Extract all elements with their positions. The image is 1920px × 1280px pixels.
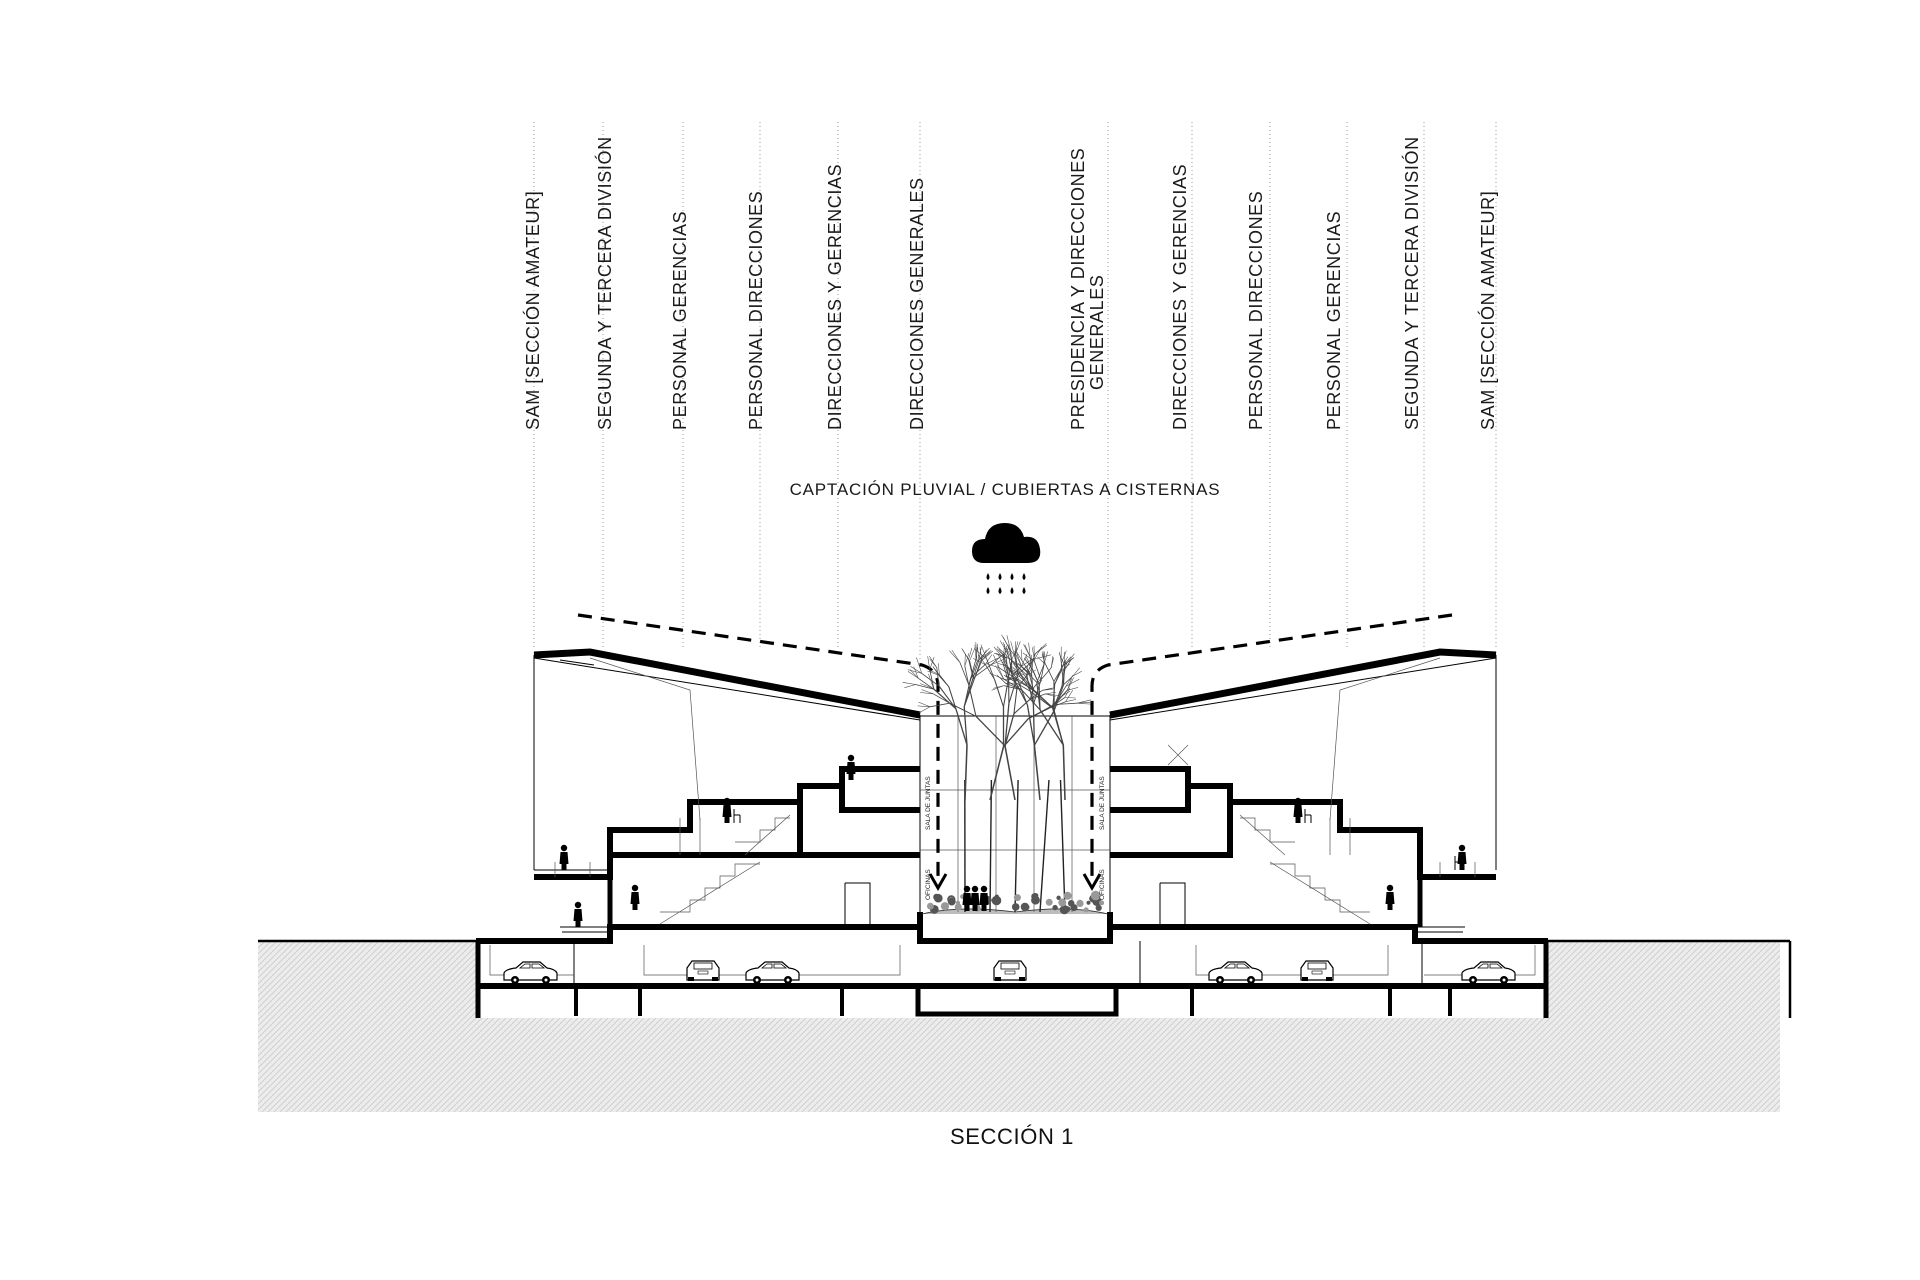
zone-label: SEGUNDA Y TERCERA DIVISIÓN [594, 136, 615, 430]
left-wing-floors [533, 655, 920, 927]
zone-label: PERSONAL DIRECCIONES [746, 191, 766, 430]
label-leader-lines [533, 122, 1497, 660]
zone-label: SAM [SECCIÓN AMATEUR] [522, 191, 543, 430]
room-tag-right-upper: SALA DE JUNTAS [1099, 776, 1106, 830]
zone-labels: SAM [SECCIÓN AMATEUR] SEGUNDA Y TERCERA D… [522, 136, 1498, 430]
drawing-title: SECCIÓN 1 [950, 1124, 1074, 1149]
room-tags: SALA DE JUNTAS OFICINAS SALA DE JUNTAS O… [925, 776, 1106, 900]
zone-label: DIRECCIONES GENERALES [907, 177, 927, 430]
rain-cloud-icon [972, 523, 1041, 594]
zone-label: DIRECCIONES Y GERENCIAS [1170, 164, 1190, 430]
rain-caption: CAPTACIÓN PLUVIAL / CUBIERTAS A CISTERNA… [790, 480, 1221, 499]
rainwater-flow-arrows [577, 613, 1453, 892]
zone-label: SEGUNDA Y TERCERA DIVISIÓN [1401, 136, 1422, 430]
right-wing-floors [1110, 655, 1497, 927]
courtyard-tree [902, 634, 1105, 915]
people-figures [559, 754, 1467, 927]
ground-soil [258, 939, 1792, 1112]
room-tag-left-upper: SALA DE JUNTAS [925, 776, 932, 830]
room-tag-right-lower: OFICINAS [1099, 869, 1106, 900]
zone-label: PERSONAL DIRECCIONES [1246, 191, 1266, 430]
basement-parking [475, 941, 1549, 1018]
ground-floor [476, 908, 1548, 944]
room-tag-left-lower: OFICINAS [925, 869, 932, 900]
zone-label: PERSONAL GERENCIAS [670, 211, 690, 430]
roof-structure [533, 648, 1497, 927]
zone-label: SAM [SECCIÓN AMATEUR] [1477, 191, 1498, 430]
zone-label: PERSONAL GERENCIAS [1324, 211, 1344, 430]
zone-label: PRESIDENCIA Y DIRECCIONESGENERALES [1068, 148, 1107, 430]
zone-label: DIRECCIONES Y GERENCIAS [825, 164, 845, 430]
